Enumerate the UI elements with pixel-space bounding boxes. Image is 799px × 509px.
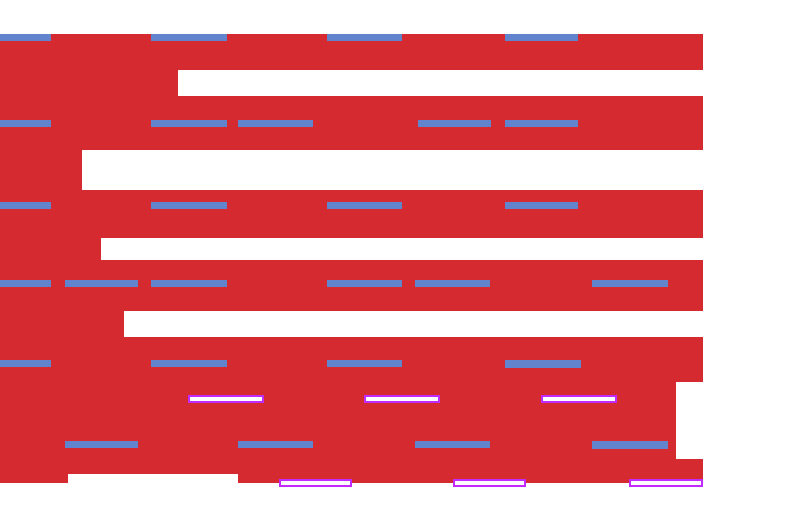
redacted-text-block-block-row-7-left [0,474,68,483]
blue-highlight-mark-mark-5-4[interactable] [505,360,581,368]
magenta-outline-mark-outline-4[interactable] [279,479,352,487]
line-gap-gap-2 [82,150,799,190]
blue-highlight-mark-mark-1-1[interactable] [0,34,51,41]
magenta-outline-mark-outline-3[interactable] [541,395,617,403]
line-gap-gap-3 [101,238,799,260]
blue-highlight-mark-mark-6-1[interactable] [65,441,138,448]
blue-highlight-mark-mark-4-4[interactable] [327,280,402,287]
blue-highlight-mark-mark-3-1[interactable] [0,202,51,209]
magenta-outline-mark-outline-5[interactable] [453,479,526,487]
line-gap-gap-4 [124,311,799,337]
blue-highlight-mark-mark-6-2[interactable] [238,441,313,448]
magenta-outline-mark-outline-2[interactable] [364,395,440,403]
blue-highlight-mark-mark-3-3[interactable] [327,202,402,209]
blue-highlight-mark-mark-2-5[interactable] [505,120,578,127]
magenta-outline-mark-outline-1[interactable] [188,395,264,403]
redacted-text-block-block-row-7-mid [238,474,676,483]
redacted-text-block-block-row-1-tail [0,70,178,96]
blue-highlight-mark-mark-2-1[interactable] [0,120,51,127]
blue-highlight-mark-mark-4-1[interactable] [0,280,51,287]
line-gap-gap-1 [178,70,799,96]
blue-highlight-mark-mark-6-4[interactable] [592,441,668,449]
blue-highlight-mark-mark-4-5[interactable] [415,280,490,287]
redacted-text-block-block-row-3-tail [0,238,101,260]
line-gap-gap-6 [68,474,238,509]
redacted-text-block-block-row-3 [0,190,703,238]
blue-highlight-mark-mark-5-2[interactable] [151,360,227,367]
redacted-text-block-block-row-2-tail [0,150,82,190]
blue-highlight-mark-mark-1-4[interactable] [505,34,578,41]
blue-highlight-mark-mark-3-4[interactable] [505,202,578,209]
blue-highlight-mark-mark-2-4[interactable] [418,120,491,127]
blue-highlight-mark-mark-6-3[interactable] [415,441,490,448]
blue-highlight-mark-mark-4-6[interactable] [592,280,668,287]
blue-highlight-mark-mark-4-2[interactable] [65,280,138,287]
redacted-text-block-block-row-5 [0,337,703,382]
blue-highlight-mark-mark-5-3[interactable] [327,360,402,367]
blue-highlight-mark-mark-4-3[interactable] [151,280,227,287]
redacted-text-block-block-row-4-tail [0,311,124,337]
blue-highlight-mark-mark-3-2[interactable] [151,202,227,209]
magenta-outline-mark-outline-6[interactable] [629,479,703,487]
redacted-text-block-block-row-2 [0,96,703,150]
blue-highlight-mark-mark-1-2[interactable] [151,34,227,41]
line-gap-gap-5 [676,382,799,407]
blue-highlight-mark-mark-2-3[interactable] [238,120,313,127]
blue-highlight-mark-mark-1-3[interactable] [327,34,402,41]
blue-highlight-mark-mark-5-1[interactable] [0,360,51,367]
blue-highlight-mark-mark-2-2[interactable] [151,120,227,127]
